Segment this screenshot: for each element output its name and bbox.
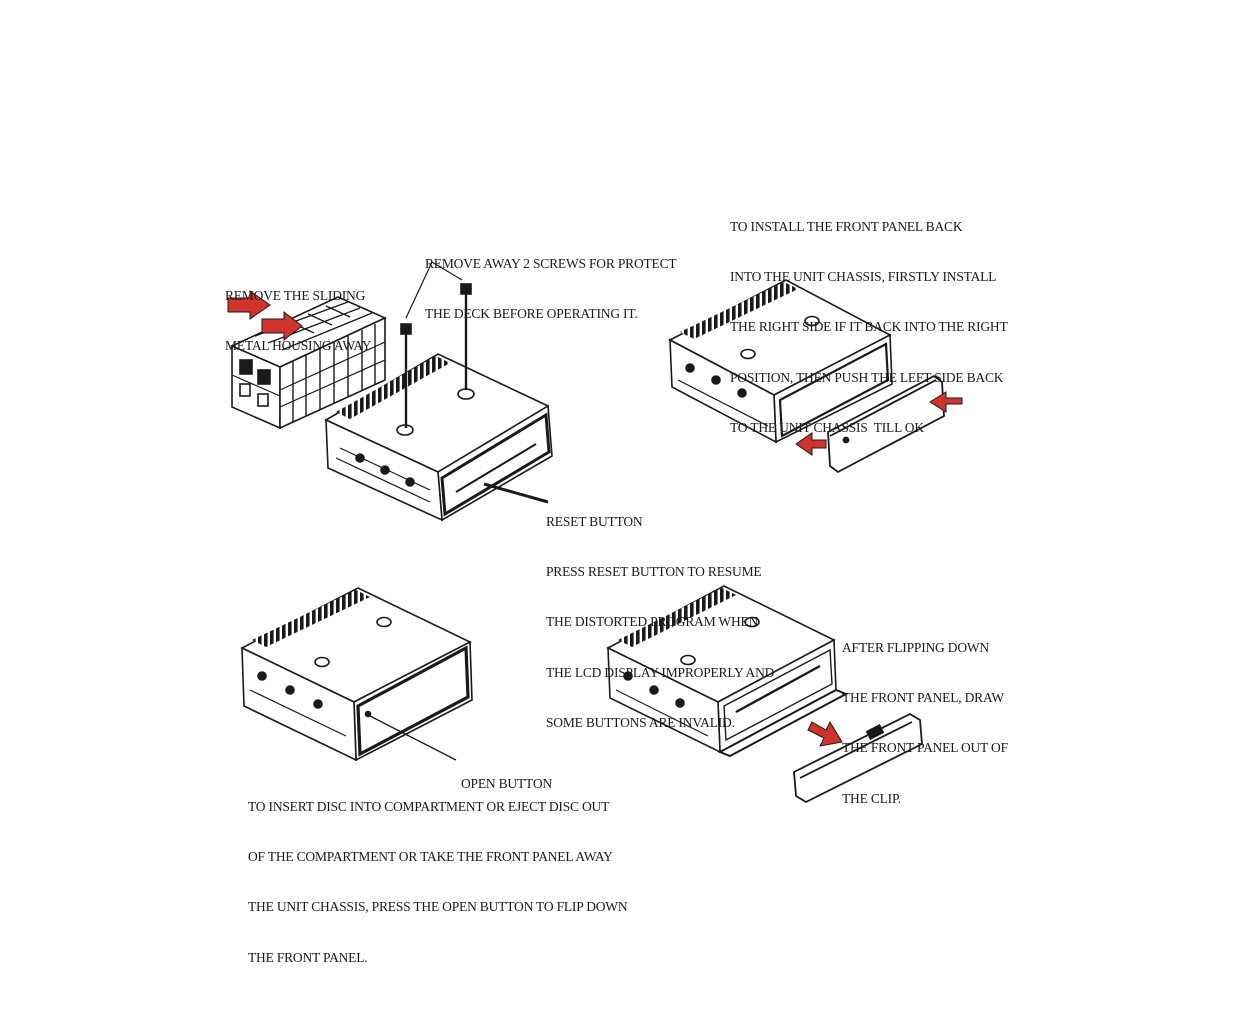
caption-insert-disc: TO INSERT DISC INTO COMPARTMENT OR EJECT… <box>248 798 628 965</box>
car-stereo-unit-step3 <box>240 587 473 762</box>
screw-icon <box>400 261 472 428</box>
caption-remove-housing: REMOVE THE SLIDING METAL HOUSING AWAY <box>225 287 372 353</box>
draw-out-arrow-icon <box>807 720 843 747</box>
open-button-pointer-line <box>369 715 457 761</box>
car-stereo-unit-step2 <box>668 279 893 444</box>
metal-housing-illustration <box>230 296 387 430</box>
slide-arrow-icon <box>227 290 303 342</box>
caption-remove-screws: REMOVE AWAY 2 SCREWS FOR PROTECT THE DEC… <box>425 255 677 321</box>
push-arrow-icon <box>795 391 963 456</box>
car-stereo-unit-step1 <box>324 353 553 615</box>
caption-flip-down-panel: AFTER FLIPPING DOWN THE FRONT PANEL, DRA… <box>842 639 1008 806</box>
caption-reset-button: RESET BUTTON PRESS RESET BUTTON TO RESUM… <box>546 513 775 731</box>
caption-install-front-panel: TO INSTALL THE FRONT PANEL BACK INTO THE… <box>730 218 1008 436</box>
caption-open-button-label: OPEN BUTTON <box>461 775 552 791</box>
removed-front-panel-illustration <box>793 712 923 804</box>
reset-pointer-line <box>483 482 549 504</box>
front-panel-illustration <box>827 374 945 474</box>
car-stereo-unit-step4 <box>606 585 849 758</box>
